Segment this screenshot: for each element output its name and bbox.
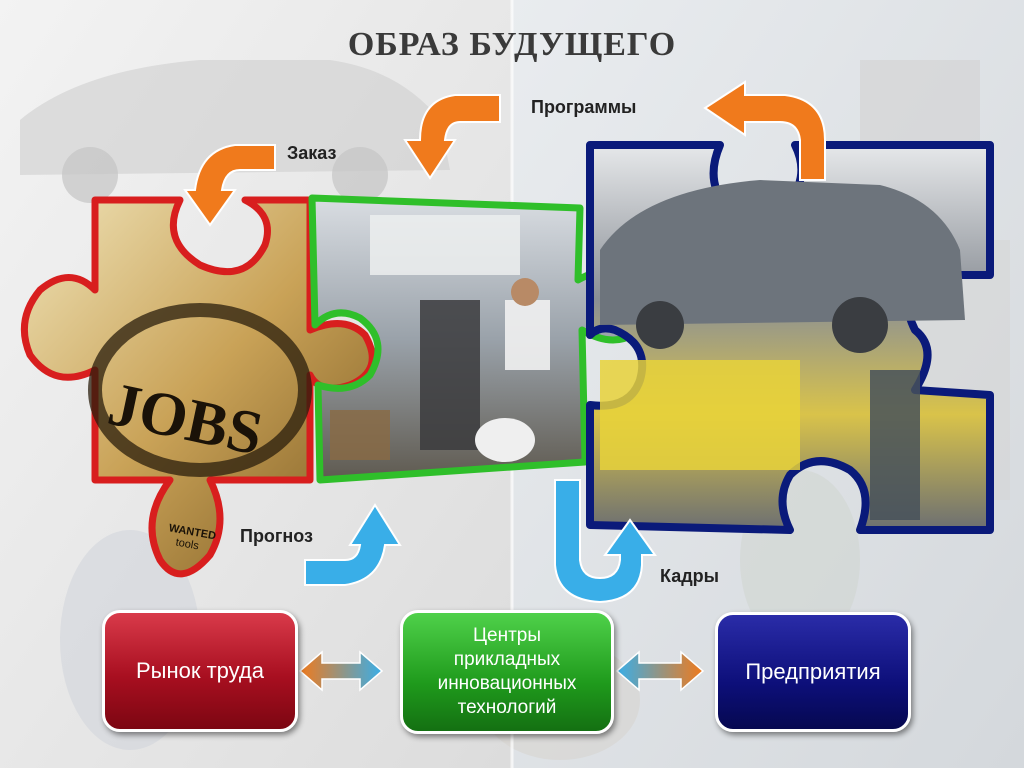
centers-line-2: прикладных (453, 649, 561, 670)
slide-title: ОБРАЗ БУДУЩЕГО (347, 26, 677, 63)
forecast-label: Прогноз (240, 526, 314, 546)
innovation-centers-box: Центры прикладных инновационных технолог… (400, 610, 614, 734)
staff-label: Кадры (660, 566, 720, 586)
enterprises-box: Предприятия (715, 612, 911, 732)
centers-line-1: Центры (472, 625, 542, 646)
labor-market-label: Рынок труда (135, 658, 264, 683)
enterprises-label: Предприятия (745, 659, 881, 684)
programs-label: Программы (531, 97, 637, 117)
centers-line-3: инновационных (437, 673, 577, 694)
order-label: Заказ (287, 143, 337, 163)
centers-line-4: технологий (457, 697, 557, 718)
labor-market-box: Рынок труда (102, 610, 298, 732)
